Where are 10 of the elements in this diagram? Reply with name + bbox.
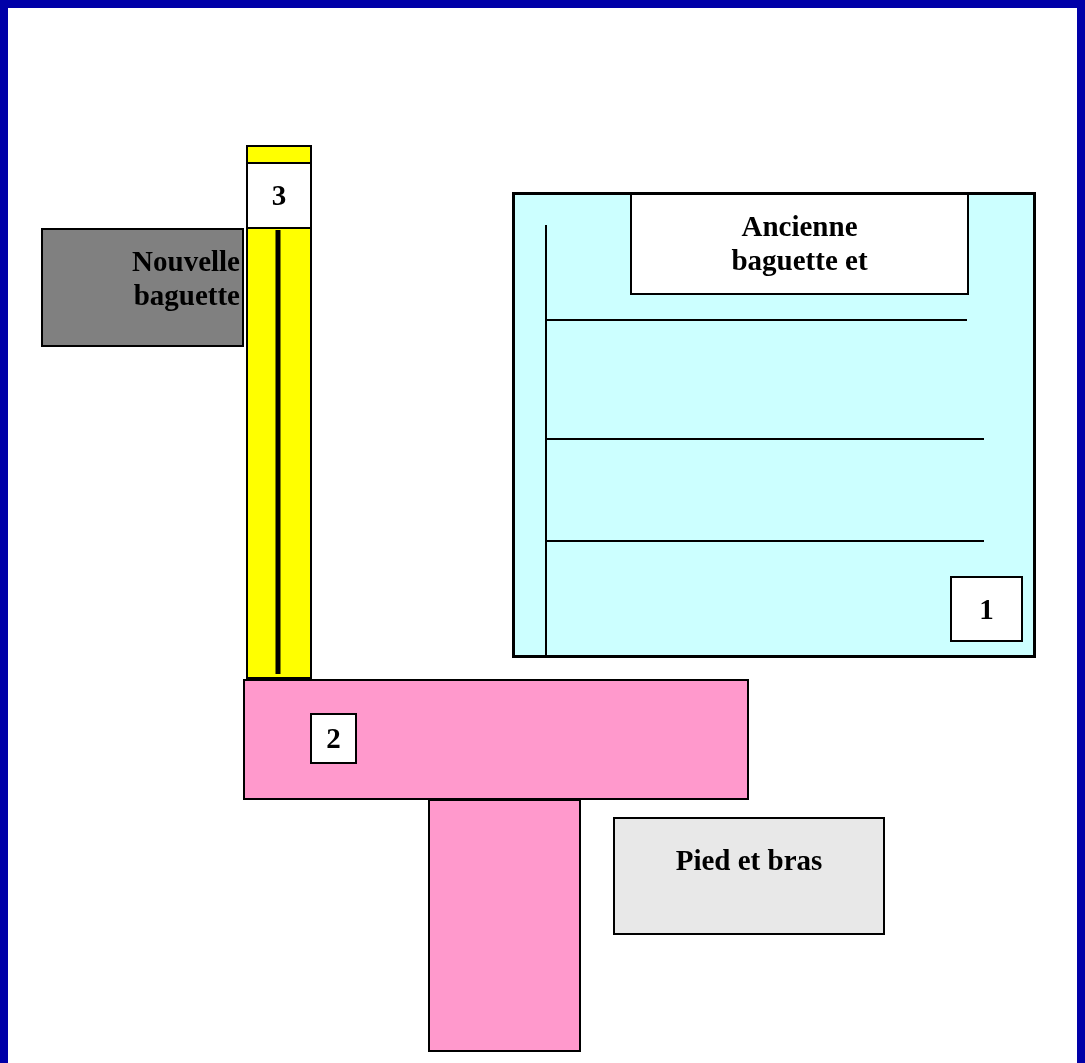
part-label: Nouvelle baguette bbox=[131, 244, 240, 312]
callout-number: 1 bbox=[978, 592, 995, 626]
rod-bar bbox=[246, 145, 312, 679]
panel bbox=[512, 192, 1036, 658]
base-bar bbox=[243, 679, 749, 800]
part-label: Ancienne baguette et bbox=[730, 209, 869, 277]
callout-number: 2 bbox=[325, 721, 342, 755]
part-label: Pied et bras bbox=[674, 843, 824, 877]
stem-bar bbox=[428, 799, 581, 1052]
callout-number: 3 bbox=[270, 178, 288, 212]
